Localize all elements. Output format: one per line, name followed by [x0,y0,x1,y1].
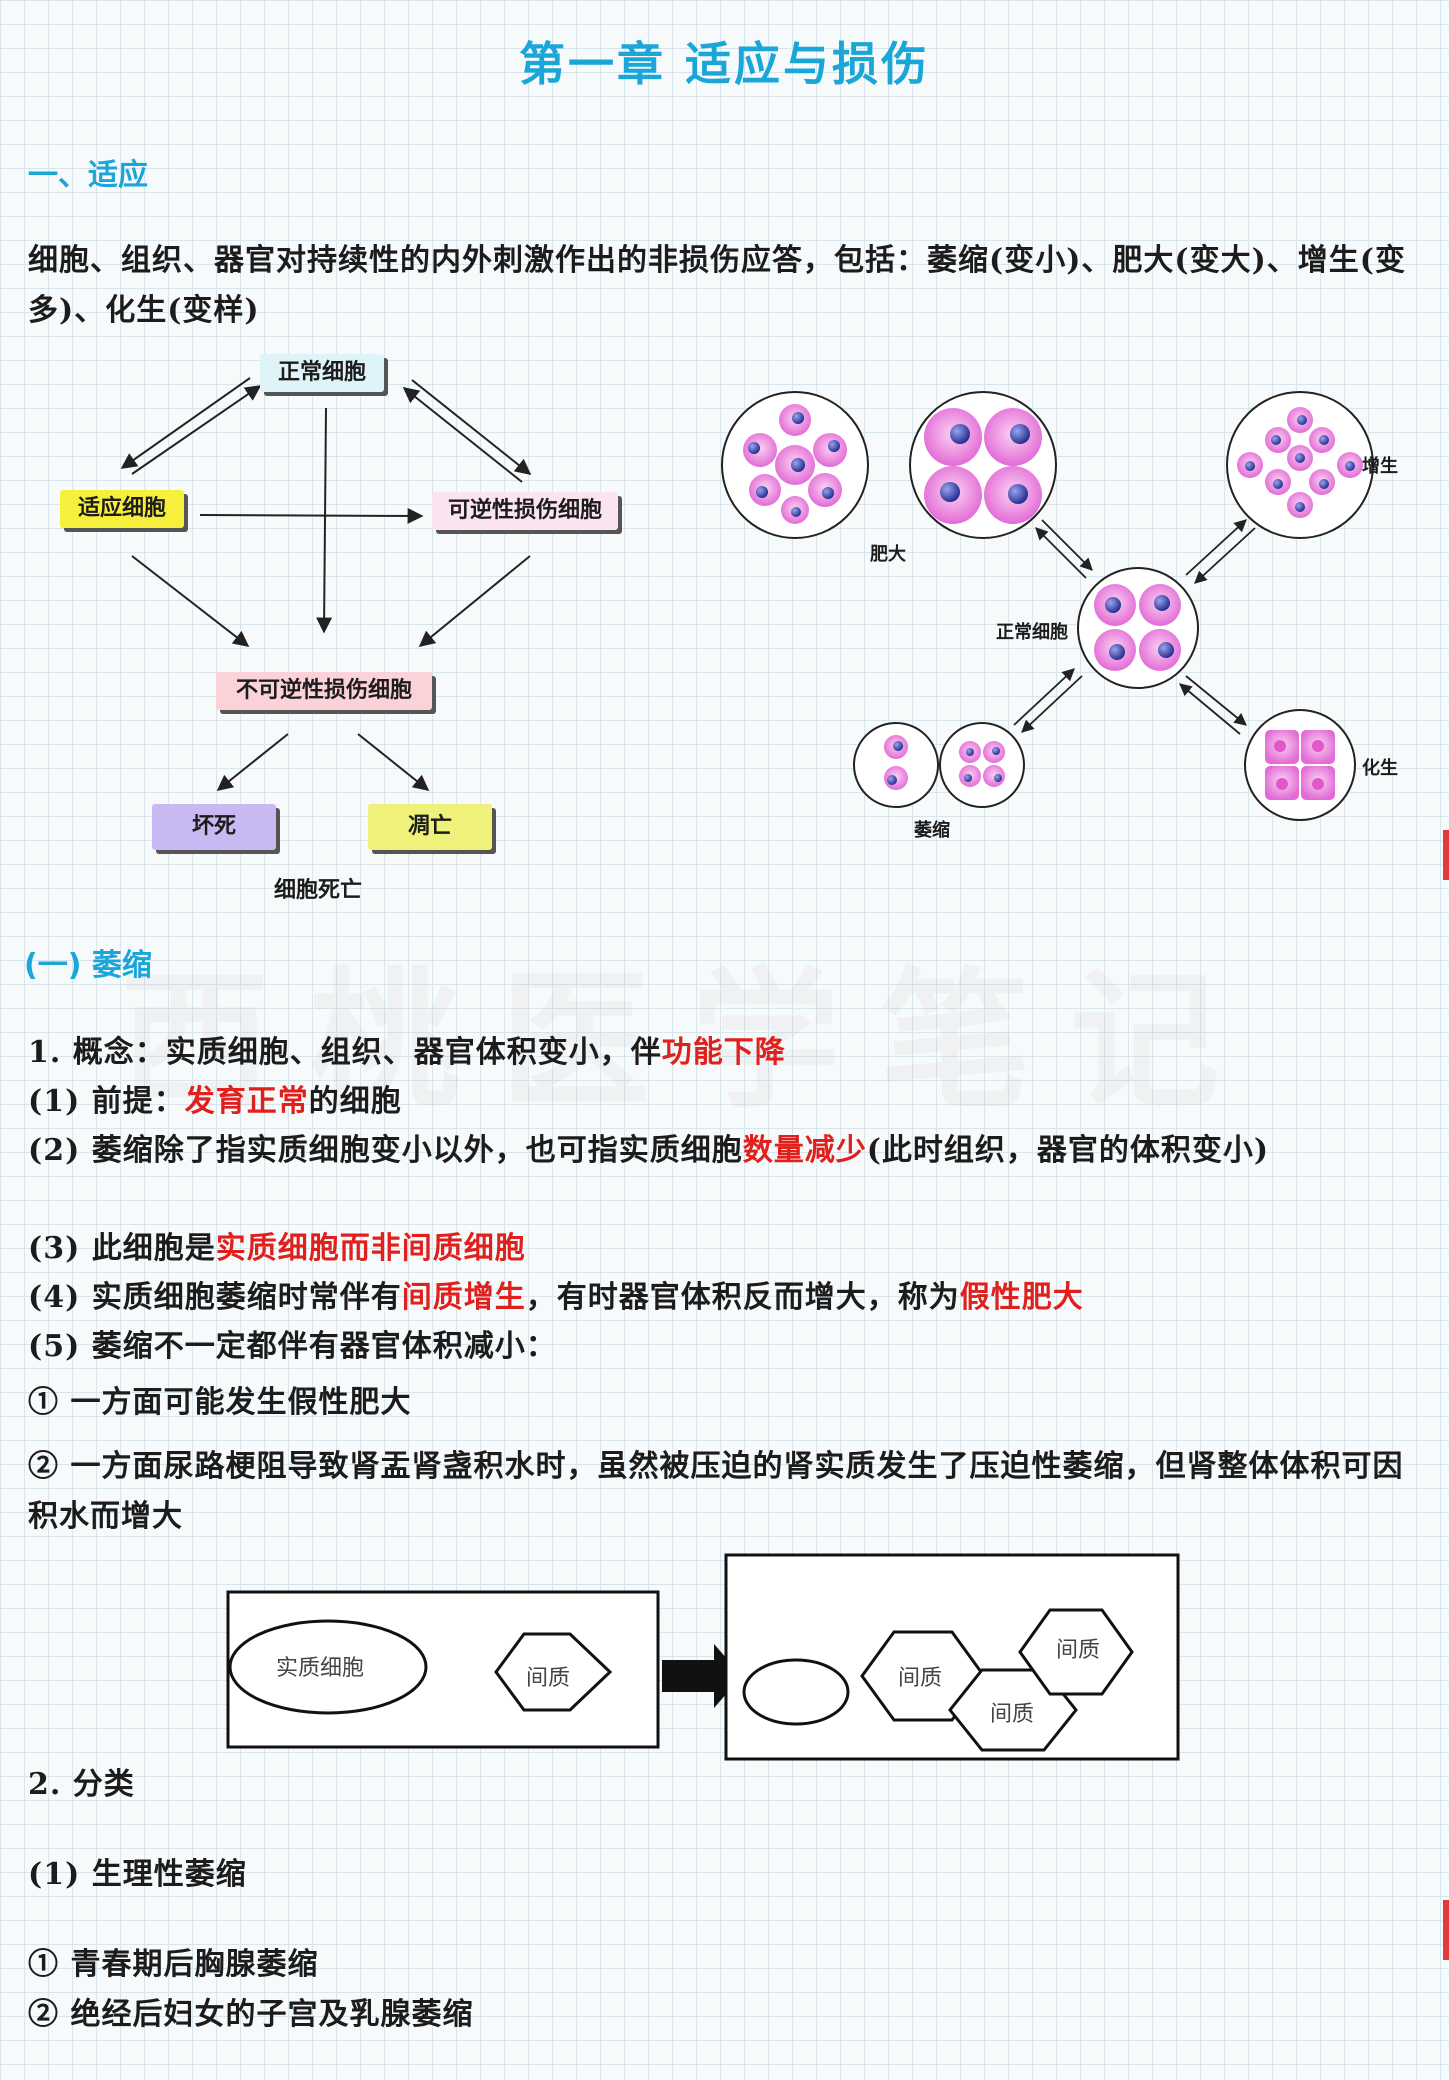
p1-suffix: 的细胞 [308,1084,402,1119]
adaptation-flow-diagram: 正常细胞 适应细胞 可逆性损伤细胞 不可逆性损伤细胞 坏死 凋亡 细胞死亡 [40,350,660,910]
label-hypertrophy: 肥大 [870,544,906,565]
label-hyperplasia: 增生 [1362,456,1398,477]
section-heading-atrophy: (一) 萎缩 [24,948,152,983]
concept-text: 1. 概念：实质细胞、组织、器官体积变小，伴 [28,1035,662,1070]
section-heading-adaptation: 一、适应 [28,158,148,193]
flow-normal-cell: 正常细胞 [260,354,384,392]
cell-adaptation-diagram: 肥大 增生 正常细胞 萎缩 化生 [710,380,1440,860]
edge-mark [1443,830,1449,880]
physiologic-item-1: ① 青春期后胸腺萎缩 [28,1947,319,1982]
label-metaplasia: 化生 [1362,758,1398,779]
atrophy-point-2: (2) 萎缩除了指实质细胞变小以外，也可指实质细胞数量减少(此时组织，器官的体积… [28,1126,1423,1176]
atrophy-point-5-1: ① 一方面可能发生假性肥大 [28,1385,412,1420]
physiologic-item-2: ② 绝经后妇女的子宫及乳腺萎缩 [28,1997,474,2032]
flow-necrosis: 坏死 [152,804,276,850]
stroma-shapes [226,1553,1180,1761]
physiologic-atrophy-heading: (1) 生理性萎缩 [28,1857,247,1892]
p2-highlight: 数量减少 [742,1133,867,1168]
parenchyma-label: 实质细胞 [276,1656,365,1681]
p4-highlight-1: 间质增生 [401,1280,526,1315]
page-title: 第一章 适应与损伤 [518,37,930,91]
atrophy-point-4: (4) 实质细胞萎缩时常伴有间质增生，有时器官体积反而增大，称为假性肥大 [28,1273,1423,1323]
stroma-diagram: 实质细胞 间质 间质 间质 间质 [226,1552,1186,1762]
concept-highlight: 功能下降 [661,1035,786,1070]
atrophy-concept: 1. 概念：实质细胞、组织、器官体积变小，伴功能下降 [28,1028,1423,1078]
p4-highlight-2: 假性肥大 [959,1280,1084,1315]
stroma-label-1: 间质 [526,1666,571,1691]
flow-reversible-injury: 可逆性损伤细胞 [432,492,618,530]
flow-adapted-cell: 适应细胞 [60,490,184,528]
p3-highlight: 实质细胞而非间质细胞 [215,1231,526,1266]
atrophy-point-1: (1) 前提：发育正常的细胞 [28,1077,1423,1127]
atrophy-point-3: (3) 此细胞是实质细胞而非间质细胞 [28,1224,1423,1274]
stroma-label-3: 间质 [990,1702,1035,1727]
edge-mark [1443,1900,1449,1960]
cell-drawings [721,391,1374,821]
p1-text: (1) 前提： [28,1084,185,1119]
p2-suffix: (此时组织，器官的体积变小) [866,1133,1270,1168]
adaptation-intro: 细胞、组织、器官对持续性的内外刺激作出的非损伤应答，包括：萎缩(变小)、肥大(变… [28,243,1406,328]
p4-mid: ，有时器官体积反而增大，称为 [525,1280,960,1315]
flow-apoptosis: 凋亡 [368,804,492,850]
p1-highlight: 发育正常 [184,1084,309,1119]
p2-text: (2) 萎缩除了指实质细胞变小以外，也可指实质细胞 [28,1133,743,1168]
flow-arrows [120,377,532,791]
flow-cell-death-label: 细胞死亡 [274,878,363,903]
classification-heading: 2. 分类 [28,1767,135,1802]
watermark: 西桃医学笔记 [120,953,1261,1129]
p3-text: (3) 此细胞是 [28,1231,216,1266]
stroma-label-4: 间质 [1056,1638,1101,1663]
p4-text: (4) 实质细胞萎缩时常伴有 [28,1280,402,1315]
atrophy-point-5: (5) 萎缩不一定都伴有器官体积减小： [28,1329,557,1364]
atrophy-point-5-2: ② 一方面尿路梗阻导致肾盂肾盏积水时，虽然被压迫的肾实质发生了压迫性萎缩，但肾整… [28,1449,1404,1534]
label-atrophy: 萎缩 [914,820,950,841]
flow-irreversible-injury: 不可逆性损伤细胞 [216,672,432,710]
label-normal-cell: 正常细胞 [996,622,1068,643]
stroma-label-2: 间质 [898,1666,943,1691]
